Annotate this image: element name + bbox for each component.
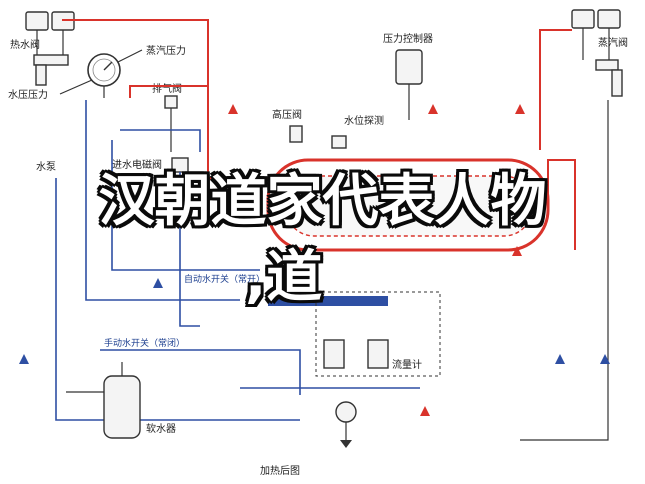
water-line-solenoid bbox=[179, 172, 200, 327]
steam-pressure-label: 蒸汽压力 bbox=[146, 44, 186, 57]
auto-switch-box bbox=[315, 291, 441, 377]
up-arrow-blue bbox=[155, 190, 165, 200]
up-arrow bbox=[515, 104, 525, 114]
up-arrow bbox=[420, 406, 430, 416]
up-arrow bbox=[428, 104, 438, 114]
steam-line-gauge bbox=[129, 85, 208, 98]
overlay-subtitle: ,道 bbox=[245, 245, 323, 310]
header-pipe bbox=[268, 296, 388, 306]
steam-line-top bbox=[62, 19, 268, 179]
inlet-solenoid-label: 进水电磁阀 bbox=[112, 158, 162, 171]
water-line-inner bbox=[111, 140, 260, 271]
up-arrow bbox=[512, 246, 522, 256]
up-arrow bbox=[228, 104, 238, 114]
water-level-switch-label: 热水阀 bbox=[10, 38, 40, 51]
steam-outlet-valve bbox=[571, 9, 623, 97]
high-pressure-valve-label: 高压阀 bbox=[272, 108, 302, 121]
auto-switch-label: 自动水开关（常开） bbox=[184, 273, 265, 285]
flow-meter-label: 流量计 bbox=[392, 358, 422, 371]
circulation-pump bbox=[335, 401, 357, 448]
pressure-gauge bbox=[87, 53, 121, 98]
pump-label: 水泵 bbox=[36, 161, 56, 173]
steam-line-right bbox=[539, 29, 572, 150]
diagram-caption: 加热后图 bbox=[260, 464, 300, 477]
drain-line bbox=[520, 100, 609, 441]
up-arrow-blue bbox=[600, 354, 610, 364]
softener-tank bbox=[66, 362, 141, 439]
softener-label: 软水器 bbox=[146, 422, 176, 435]
steam-outlet-label: 蒸汽阀 bbox=[598, 36, 628, 49]
boiler-drum bbox=[266, 158, 550, 252]
water-line-upper bbox=[120, 129, 201, 152]
pressure-controller bbox=[395, 49, 423, 120]
water-pressure-label: 水压压力 bbox=[8, 88, 48, 101]
water-line-manual bbox=[100, 349, 301, 395]
pressure-controller-label: 压力控制器 bbox=[383, 32, 433, 45]
level-probe-label: 水位探测 bbox=[344, 114, 384, 127]
up-arrow-blue bbox=[19, 354, 29, 364]
manual-switch-label: 手动水开关（常闭） bbox=[104, 337, 185, 349]
up-arrow-blue bbox=[153, 278, 163, 288]
exhaust-valve-label: 排气阀 bbox=[152, 82, 182, 95]
overlay-title: 汉朝道家代表人物 bbox=[98, 169, 547, 234]
water-line-left bbox=[55, 178, 300, 421]
water-line-mid bbox=[85, 100, 240, 301]
steam-line-column bbox=[547, 159, 576, 250]
up-arrow-blue bbox=[555, 354, 565, 364]
